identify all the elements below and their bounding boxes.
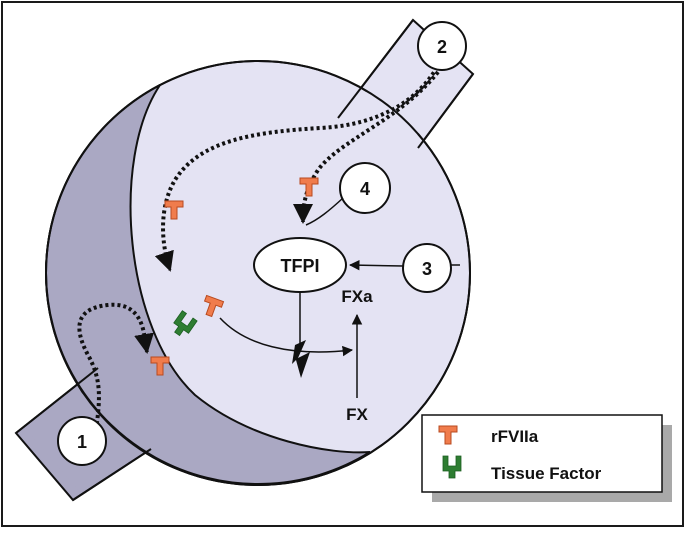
step-4-label: 4: [360, 179, 370, 199]
legend-label-tissue-factor: Tissue Factor: [491, 464, 602, 483]
legend-label-rfviia: rFVIIa: [491, 427, 539, 446]
tfpi-label: TFPI: [281, 256, 320, 276]
step-3-circle: [402, 243, 452, 293]
step-4-circle: [339, 162, 391, 214]
arrow-complex-activation: [219, 317, 354, 357]
pathway-2-to-tfpi: [293, 70, 440, 224]
pathway-2-to-wall: [154, 61, 442, 272]
step-2-label: 2: [437, 37, 447, 57]
legend: rFVIIa Tissue Factor: [421, 414, 672, 502]
pathway-1-to-wall: [77, 302, 154, 431]
step-3-label: 3: [422, 259, 432, 279]
fxa-label: FXa: [341, 287, 373, 306]
dotted-pathways: [77, 61, 442, 431]
fx-label: FX: [346, 405, 368, 424]
legend-box: [421, 414, 663, 493]
step-2-circle: [417, 21, 467, 71]
arrow-3-to-tfpi: [348, 259, 404, 271]
inhibition-bolt-icon: [292, 340, 310, 378]
step-1-label: 1: [77, 432, 87, 452]
step-1-circle: [57, 416, 107, 466]
step-4-connector: [305, 197, 344, 226]
